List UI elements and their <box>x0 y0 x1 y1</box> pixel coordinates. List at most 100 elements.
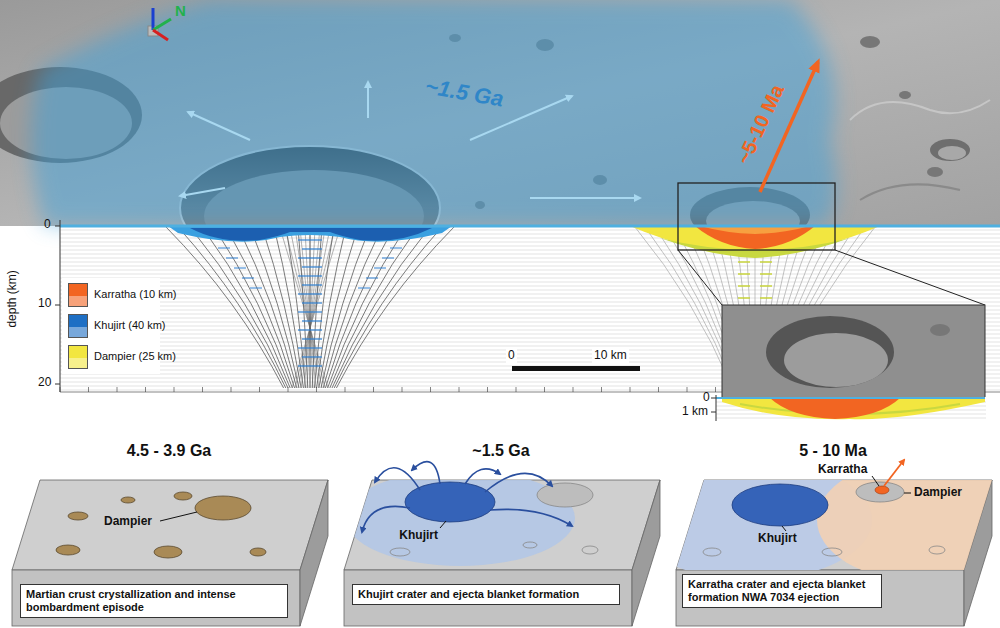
legend-swatch <box>68 314 88 338</box>
axis-tick <box>630 387 631 392</box>
fault-line <box>390 248 402 249</box>
slab-block <box>676 570 964 626</box>
ejecta-arrow <box>367 82 369 118</box>
inset-image <box>716 397 985 399</box>
fault-line <box>218 248 230 249</box>
karratha-ejecta <box>695 226 815 249</box>
slab-block <box>537 483 593 507</box>
fault-line <box>298 365 322 366</box>
fault-line <box>738 273 750 275</box>
period-heading: ~1.5 Ga <box>340 442 662 460</box>
khujirt-ejecta <box>190 228 432 241</box>
fault-line <box>234 268 246 269</box>
inset-image <box>722 398 985 419</box>
slab-block <box>582 546 598 554</box>
leader-line <box>904 493 911 494</box>
inset-image <box>766 316 894 388</box>
axis-tick <box>573 387 574 392</box>
fault-line <box>238 227 297 388</box>
axis-tick <box>459 387 460 392</box>
fault-line <box>242 278 254 279</box>
fault-line <box>358 288 370 289</box>
axis-tick <box>145 387 146 392</box>
axis-value: 0 <box>44 218 51 232</box>
fault-line <box>298 293 322 294</box>
swatch-shade <box>69 358 87 369</box>
fault-line <box>738 261 750 263</box>
surface-image <box>938 146 966 160</box>
slab-block <box>56 545 80 555</box>
fault-line <box>302 302 322 303</box>
crater-name: Khujirt <box>758 532 797 546</box>
inset-image <box>711 412 716 413</box>
inset-image <box>716 399 986 421</box>
leader-line <box>782 526 786 531</box>
inset-image <box>770 398 900 419</box>
compass <box>153 19 171 30</box>
caption-box: Khujirt crater and ejecta blanket format… <box>352 584 620 605</box>
inset-image <box>930 324 950 336</box>
leader-line <box>160 512 197 521</box>
fault-line <box>300 228 316 388</box>
fault-line <box>321 227 370 388</box>
ejecta-arrow <box>180 188 225 196</box>
period-heading: 4.5 - 3.9 Ga <box>8 442 330 460</box>
caption-text: Martian crust crystallization and intens… <box>26 588 282 614</box>
fault-line <box>226 258 238 259</box>
ejecta-arrow <box>530 197 640 199</box>
slab-block <box>672 460 994 580</box>
period-heading: 5 - 10 Ma <box>672 442 994 460</box>
leader-line <box>440 521 446 528</box>
axis-tick <box>430 387 431 392</box>
fault-line <box>166 227 454 388</box>
caption-text: Karratha crater and ejecta blanket forma… <box>688 578 876 604</box>
axis-tick <box>88 387 89 392</box>
legend-text: Khujirt (40 km) <box>94 319 166 331</box>
scale-value: 0 <box>506 349 517 363</box>
age-label: ~1.5 Ga <box>423 73 505 112</box>
slab-block <box>856 482 904 502</box>
inset-image <box>716 397 986 421</box>
slab-block <box>375 468 420 490</box>
slab-block <box>195 496 251 520</box>
slab-block <box>154 546 182 558</box>
crater-name: Dampier <box>104 515 152 529</box>
slab-block <box>300 480 328 626</box>
swatch-shade <box>69 296 87 307</box>
caption-box: Martian crust crystallization and intens… <box>20 584 288 618</box>
fault-line <box>295 228 335 388</box>
fault-line <box>214 227 292 388</box>
compass <box>152 8 155 30</box>
fault-line <box>280 228 328 388</box>
caption-box: Karratha crater and ejecta blanket forma… <box>682 574 882 608</box>
fault-line <box>250 288 262 289</box>
slab-block <box>412 462 440 484</box>
legend-text: Karratha (10 km) <box>94 288 177 300</box>
slab-block <box>817 460 994 580</box>
khujirt-ejecta <box>168 226 452 242</box>
inset-image <box>711 305 986 421</box>
surface-image <box>860 36 880 48</box>
depth-axis <box>55 305 60 306</box>
compass <box>148 8 171 40</box>
fault-line <box>285 228 325 388</box>
depth-axis <box>55 384 60 385</box>
axis-title: depth (km) <box>6 266 20 332</box>
swatch-shade <box>69 327 87 338</box>
slab-block <box>703 548 721 556</box>
time-slab: 4.5 - 3.9 Ga Martian crust crystallizatio… <box>8 440 330 628</box>
khujirt-ejecta <box>168 226 452 242</box>
slab-block <box>344 570 632 626</box>
surface-image <box>927 167 943 177</box>
inset-link <box>678 250 985 305</box>
slab-block <box>12 480 328 570</box>
axis-tick <box>715 387 716 392</box>
fault-line <box>334 227 442 388</box>
slab-block <box>929 546 945 554</box>
axis-tick <box>544 387 545 392</box>
fault-line <box>298 257 322 258</box>
crater-name: Dampier <box>914 486 962 500</box>
slab-block <box>390 548 410 556</box>
fault-line <box>760 285 772 287</box>
